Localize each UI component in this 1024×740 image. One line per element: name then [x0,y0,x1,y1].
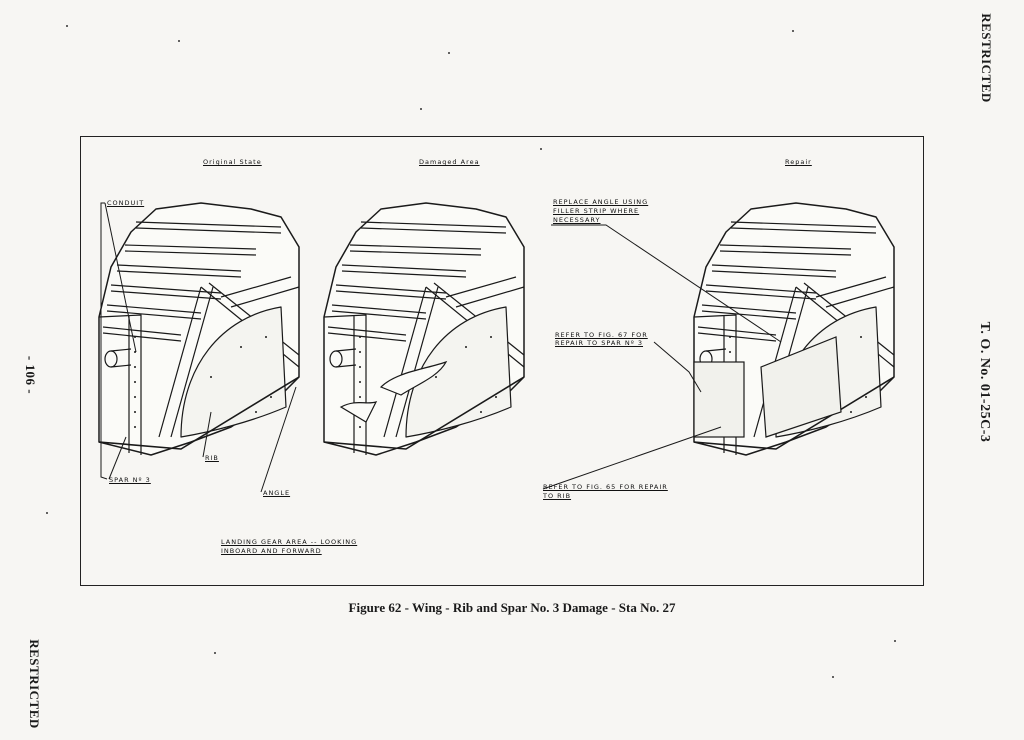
restricted-marking-bottom: RESTRICTED [27,639,42,729]
callout-spar-no3: SPAR Nº 3 [109,476,151,484]
scan-speck [66,25,68,27]
callout-angle: ANGLE [263,489,291,497]
callout-rib: RIB [205,454,219,462]
callout-replace-angle-line2: FILLER STRIP WHERE [553,207,640,215]
callout-replace-angle-line3: NECESSARY [553,216,601,224]
panel-title-damaged-area: Damaged Area [419,158,480,166]
figure-illustration [98,202,895,493]
callout-refer-rib-line1: REFER TO FIG. 65 FOR REPAIR [543,483,668,491]
panel-title-repair: Repair [785,158,812,166]
scan-speck [178,40,180,42]
repair-drawing [693,202,895,456]
scan-speck [894,640,896,642]
damaged-area-drawing [323,202,525,456]
view-note-line2: INBOARD AND FORWARD [221,547,322,555]
callout-replace-angle-line1: REPLACE ANGLE USING [553,198,649,206]
scan-speck [214,652,216,654]
panel-title-original-state: Original State [203,158,262,166]
scan-speck [420,108,422,110]
original-state-drawing [98,202,300,456]
restricted-marking-top: RESTRICTED [979,13,994,103]
figure-caption: Figure 62 - Wing - Rib and Spar No. 3 Da… [348,600,676,615]
callout-refer-spar-line2: REPAIR TO SPAR Nº 3 [555,339,644,347]
view-note-line1: LANDING GEAR AREA -- LOOKING [221,538,358,546]
page-number: - 106 - [23,355,38,395]
callout-refer-rib-line2: TO RIB [543,492,572,500]
callout-conduit: CONDUIT [107,199,145,207]
scan-speck [540,148,542,150]
technical-order-number: T. O. No. 01-25C-3 [977,321,992,443]
scan-speck [792,30,794,32]
callout-refer-spar-line1: REFER TO FIG. 67 FOR [555,331,648,339]
scan-speck [832,676,834,678]
scan-speck [46,512,48,514]
scan-speck [448,52,450,54]
leader-lines [100,202,782,493]
figure-frame: Original State Damaged Area Repair CONDU… [80,136,924,586]
